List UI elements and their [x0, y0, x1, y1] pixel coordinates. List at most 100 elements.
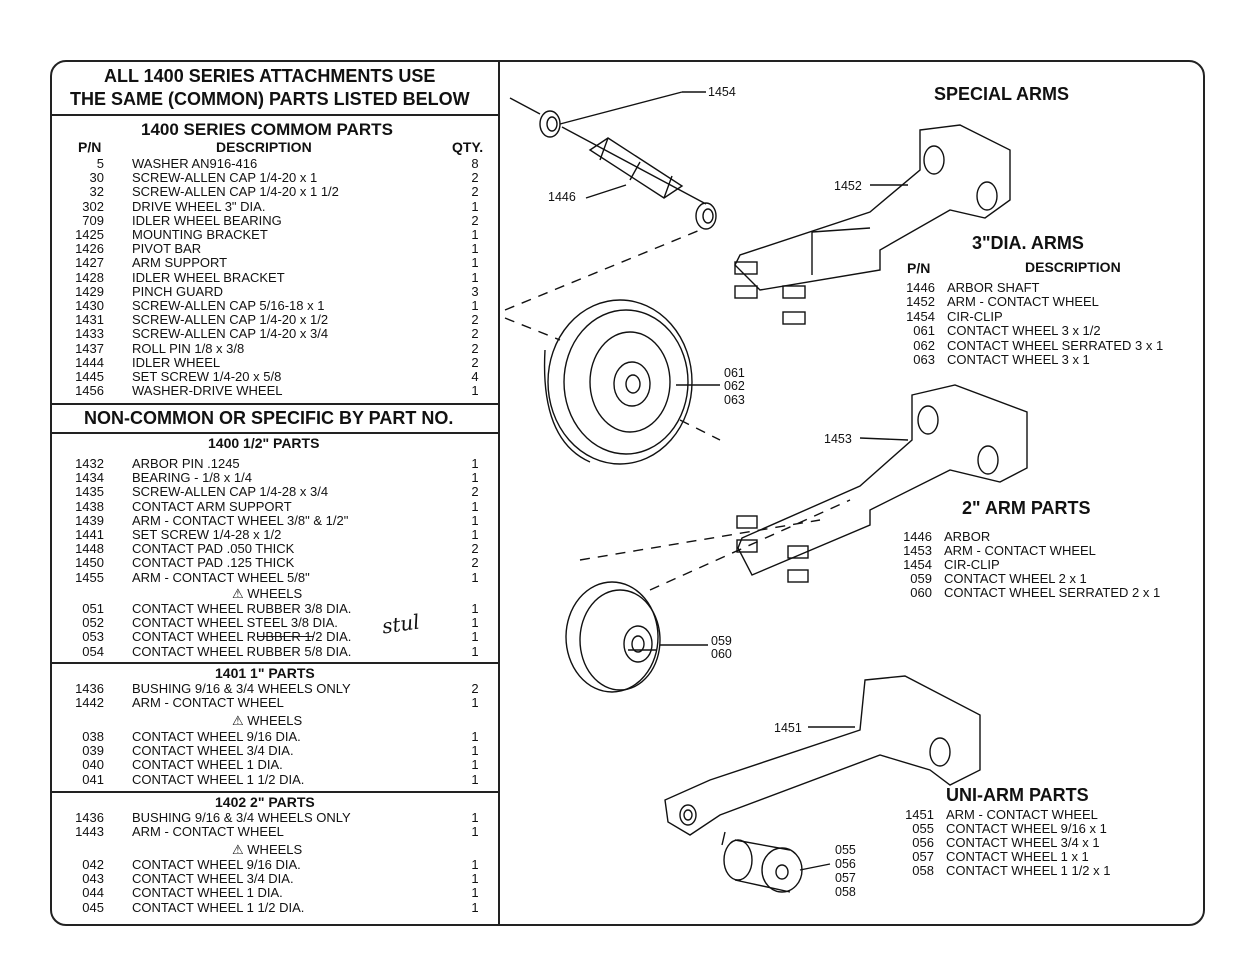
- cell-desc: MOUNTING BRACKET: [132, 227, 268, 242]
- cell-desc: CONTACT ARM SUPPORT: [132, 498, 292, 514]
- contact-wheel-2in-icon: [565, 581, 661, 693]
- cell-desc: CONTACT WHEEL 1 1/2 DIA.: [132, 771, 305, 787]
- cell-desc: CONTACT WHEEL SERRATED 2 x 1: [944, 585, 1161, 600]
- exploded-parts-illustration: [504, 91, 1028, 893]
- cell-pn: 1455: [75, 569, 104, 585]
- cell-desc: BUSHING 9/16 & 3/4 WHEELS ONLY: [132, 810, 351, 825]
- divider: [50, 791, 500, 793]
- cell-pn: 1426: [75, 241, 104, 257]
- cell-pn: 058: [912, 863, 934, 878]
- cell-qty: 1: [471, 269, 479, 285]
- arm-1452-icon: [734, 124, 1011, 325]
- cell-pn: 1446: [903, 529, 932, 544]
- cell-desc: CONTACT WHEEL 3 x 1/2: [947, 323, 1101, 339]
- contact-wheel-uni-icon: [721, 831, 803, 893]
- cell-desc: IDLER WHEEL: [132, 354, 221, 370]
- cell-pn: 040: [82, 757, 104, 773]
- page-frame: [50, 60, 1205, 926]
- cell-pn: 1438: [75, 498, 104, 514]
- cell-qty: 2: [471, 541, 479, 557]
- cell-qty: 2: [471, 170, 479, 186]
- col-pn-header: P/N: [78, 139, 102, 155]
- cell-desc: SCREW-ALLEN CAP 5/16-18 x 1: [132, 298, 325, 313]
- cell-desc: SCREW-ALLEN CAP 1/4-20 x 3/4: [132, 326, 329, 342]
- cell-pn: 1430: [75, 298, 104, 313]
- two-inch-arm-title: 2" ARM PARTS: [962, 498, 1091, 518]
- col-qty-header: QTY.: [452, 139, 484, 155]
- cell-desc: CIR-CLIP: [947, 308, 1003, 324]
- cell-pn: 1429: [75, 283, 104, 299]
- callout-063: 063: [724, 393, 745, 407]
- cell-desc: SCREW-ALLEN CAP 1/4-28 x 3/4: [132, 484, 329, 500]
- one-parts-title: 1401 1" PARTS: [215, 665, 315, 681]
- uni-arm-title: UNI-ARM PARTS: [946, 785, 1089, 805]
- col-desc-header: DESCRIPTION: [216, 139, 312, 155]
- cell-qty: 1: [471, 743, 479, 759]
- cell-pn: 1445: [75, 369, 104, 384]
- cell-desc: IDLER WHEEL BEARING: [132, 212, 282, 228]
- cell-desc: ARBOR: [944, 529, 991, 544]
- cell-desc: CONTACT PAD .050 THICK: [132, 541, 295, 557]
- cell-desc: CONTACT WHEEL 9/16 DIA.: [132, 729, 301, 744]
- cell-qty: 1: [471, 241, 479, 257]
- cell-pn: 1433: [75, 326, 104, 342]
- cell-pn: 042: [82, 857, 104, 872]
- cell-pn: 302: [82, 198, 104, 214]
- cell-pn: 053: [82, 629, 104, 645]
- callout-1453: 1453: [824, 432, 852, 446]
- cell-desc: CONTACT WHEEL 3/4 DIA.: [132, 871, 294, 887]
- cell-qty: 1: [471, 198, 479, 214]
- callout-1446: 1446: [548, 190, 576, 204]
- cell-pn: 1443: [75, 824, 104, 840]
- column-divider: [498, 60, 500, 926]
- cell-desc: ARM - CONTACT WHEEL: [132, 824, 284, 840]
- cell-pn: 1451: [905, 807, 934, 822]
- cir-clip-icon: [695, 202, 717, 230]
- cell-pn: 1434: [75, 470, 104, 486]
- three-inch-arms-title: 3"DIA. ARMS: [972, 233, 1084, 253]
- cell-qty: 2: [471, 555, 479, 571]
- cell-pn: 054: [82, 643, 104, 659]
- cell-desc: CONTACT WHEEL 1 DIA.: [132, 757, 283, 773]
- uni-arm-1451-icon: [664, 675, 981, 836]
- cell-desc: SCREW-ALLEN CAP 1/4-20 x 1/2: [132, 312, 329, 328]
- cell-desc: ARM - CONTACT WHEEL: [132, 695, 284, 711]
- cell-qty: 3: [471, 283, 479, 299]
- callout-060: 060: [711, 647, 732, 661]
- cell-pn: 32: [89, 184, 104, 200]
- cell-desc: ARM - CONTACT WHEEL: [946, 807, 1098, 822]
- cell-qty: 1: [471, 498, 479, 514]
- cell-qty: 2: [471, 681, 479, 696]
- cir-clip-icon: [539, 110, 561, 138]
- callout-057: 057: [835, 871, 856, 885]
- callout-056: 056: [835, 857, 856, 871]
- cell-pn: 043: [82, 871, 104, 887]
- cell-pn: 709: [82, 212, 104, 228]
- callout-059: 059: [711, 634, 732, 648]
- cell-qty: 1: [471, 771, 479, 787]
- cell-pn: 1444: [75, 354, 104, 370]
- cell-pn: 1454: [903, 557, 932, 572]
